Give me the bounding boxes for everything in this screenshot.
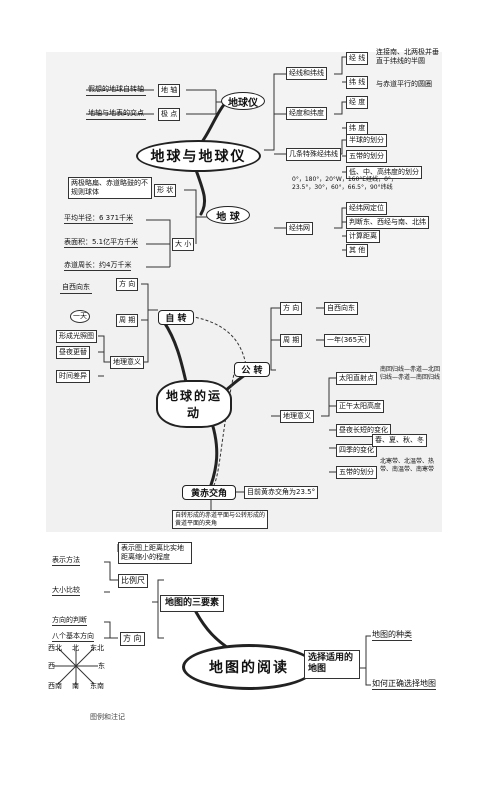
revolution-period: 周 期 (280, 334, 303, 347)
globe-label: 地球仪 (228, 97, 258, 109)
node-obliquity: 黄赤交角 (182, 485, 236, 500)
center-label: 地球与地球仪 (150, 149, 247, 165)
center-earth-and-globe: 地球与地球仪 (136, 140, 261, 172)
scale-compare: 大小比较 (52, 586, 80, 596)
rotation-geo-time: 时间差异 (56, 370, 90, 383)
compass-n: 北 (72, 644, 79, 652)
rev-geo-day-length: 昼夜长短的变化 (336, 424, 391, 437)
node-earth: 地 球 (206, 206, 250, 224)
choose-map-types: 地图的种类 (372, 630, 412, 641)
rotation-geo-meaning: 地理意义 (110, 356, 144, 369)
special-five-zones: 五带的划分 (346, 150, 387, 163)
scale-method: 表示方法 (52, 556, 80, 566)
center-earth-motion: 地球的运动 (156, 380, 232, 428)
grid-distance: 计算距离 (346, 230, 380, 243)
revolution-geo-meaning: 地理意义 (280, 410, 314, 423)
node-three-elements: 地图的三要素 (160, 595, 225, 613)
node-meridian: 经 线 (346, 52, 369, 65)
center-label: 地球的运动 (165, 389, 222, 420)
compass-se: 东南 (90, 682, 104, 690)
size-item-area: 表面积：5.1亿平方千米 (64, 238, 139, 248)
rotation-period: 周 期 (116, 314, 139, 327)
special-latitude-bands: 低、中、高纬度的划分 (346, 166, 422, 179)
node-graticule: 经纬网 (286, 222, 313, 235)
node-scale: 比例尺 (118, 574, 148, 588)
revolution-direction-note: 自西向东 (324, 302, 358, 315)
rotation-geo-daynight: 昼夜更替 (56, 346, 90, 359)
footer-caption: 图例和注记 (90, 713, 125, 721)
revolution-period-note: 一年(365天) (324, 334, 370, 347)
direction-judge: 方向的判断 (52, 616, 87, 626)
grid-other: 其 他 (346, 244, 369, 257)
node-longitude: 经 度 (346, 96, 369, 109)
compass-s: 南 (72, 682, 79, 690)
node-revolution: 公 转 (234, 362, 270, 377)
node-shape: 形 状 (154, 184, 177, 197)
node-axis: 地 轴 (158, 84, 181, 97)
size-item-radius: 平均半径：6 371千米 (64, 214, 134, 224)
node-size: 大 小 (172, 238, 195, 251)
node-globe: 地球仪 (221, 92, 265, 110)
obliquity-note: 自转形成的赤道平面与公转形成的黄道平面的夹角 (172, 510, 268, 529)
center-map-reading: 地图的阅读 (182, 644, 316, 690)
choose-map-how: 如何正确选择地图 (372, 679, 436, 690)
rotation-period-note: 一天 (70, 310, 90, 323)
compass-ne: 东北 (90, 644, 104, 652)
special-lines-note: 0°，180°，20°W，160°E经线，0°，23.5°，30°，60°，66… (292, 176, 397, 191)
center-label: 地图的阅读 (209, 660, 289, 676)
node-latitude: 纬 度 (346, 122, 369, 135)
pole-note: 地轴与地表的交点 (86, 108, 146, 120)
node-parallel: 纬 线 (346, 76, 369, 89)
node-latlon-lines: 经线和纬线 (286, 67, 327, 80)
parallel-note: 与赤道平行的圆圈 (376, 80, 432, 88)
rev-geo-seasons: 四季的变化 (336, 444, 377, 457)
obliquity-value: 目前黄赤交角为23.5° (244, 486, 319, 499)
compass-nw: 西北 (48, 644, 62, 652)
shape-note: 两极略扁、赤道略鼓的不规则球体 (68, 177, 152, 199)
panel-earth-motion: 地球的运动 自 转 公 转 方 向 自西向东 周 期 一天 地理意义 形成光照图… (46, 278, 442, 532)
direction-eight: 八个基本方向 (52, 632, 94, 642)
revolution-direction: 方 向 (280, 302, 303, 315)
node-choose-map: 选择适用的地图 (304, 650, 360, 679)
grid-locate: 经纬网定位 (346, 202, 387, 215)
node-rotation: 自 转 (158, 310, 194, 325)
compass-sw: 西南 (48, 682, 62, 690)
rev-geo-noon-sun: 正午太阳高度 (336, 400, 384, 413)
node-special-lines: 几条特殊经纬线 (286, 148, 341, 161)
meridian-note: 连接南、北两极并垂直于纬线的半圆 (376, 48, 439, 65)
grid-judge: 判断东、西经与南、北纬 (346, 216, 429, 229)
rotation-geo-light: 形成光照图 (56, 330, 97, 343)
rev-geo-five-zones: 五带的划分 (336, 466, 377, 479)
compass-w: 西 (48, 662, 55, 670)
rotation-direction-note: 自西向东 (60, 282, 92, 294)
seasons-note: 春、夏、秋、冬 (372, 434, 427, 447)
panel-map-reading: 地图的阅读 地图的三要素 比例尺 表示图上距离比实地距离缩小的程度 表示方法 大… (46, 540, 442, 708)
scale-note: 表示图上距离比实地距离缩小的程度 (118, 542, 192, 564)
special-hemispheres: 半球的划分 (346, 134, 387, 147)
compass-e: 东 (98, 662, 105, 670)
direct-point-note: 南回归线—赤道—北回归线—赤道—南回归线 (380, 366, 441, 381)
five-zones-note: 北寒带、北温带、热带、南温带、南寒带 (380, 458, 435, 473)
node-longitude-latitude: 经度和纬度 (286, 107, 327, 120)
panel-earth-and-globe: 地球与地球仪 地球仪 地 球 地 轴 假想的地球自转轴 极 点 地轴与地表的交点… (46, 48, 442, 280)
rotation-direction: 方 向 (116, 278, 139, 291)
rev-geo-direct-point: 太阳直射点 (336, 372, 377, 385)
node-pole: 极 点 (158, 108, 181, 121)
earth-label: 地 球 (216, 211, 240, 223)
node-direction: 方 向 (120, 632, 145, 646)
axis-note: 假想的地球自转轴 (86, 84, 146, 96)
size-item-equator: 赤道周长：约4万千米 (64, 261, 132, 271)
